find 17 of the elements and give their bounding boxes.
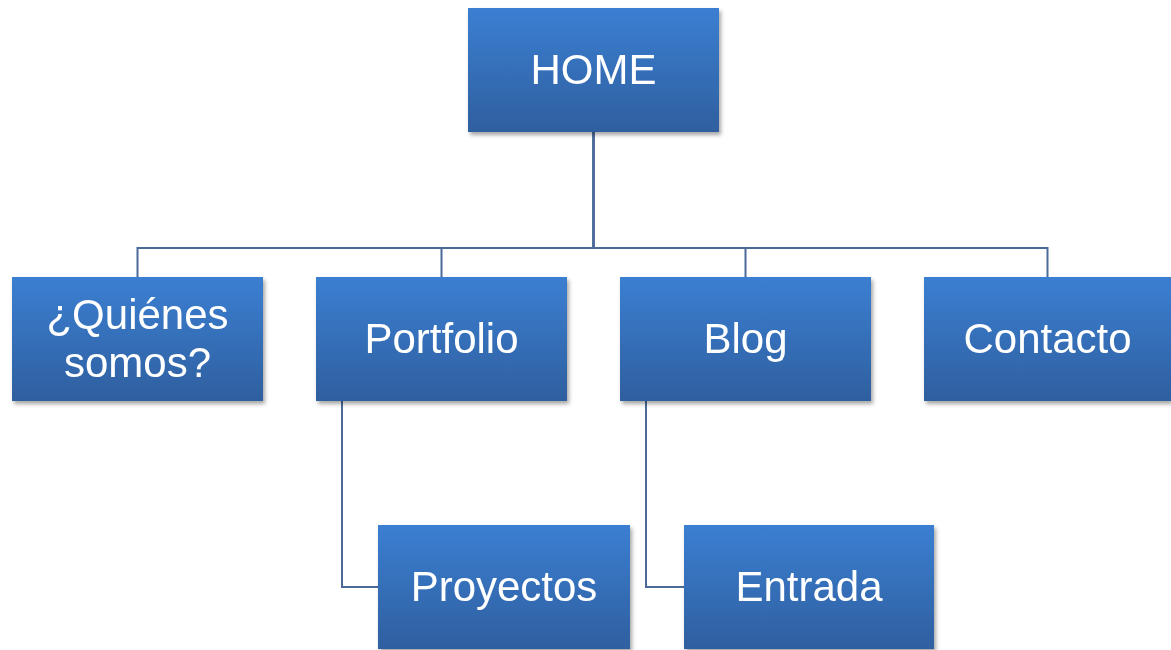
connector-line — [341, 400, 379, 588]
page-label: Blog — [703, 314, 788, 364]
connector-line — [645, 400, 685, 588]
page-box — [378, 525, 630, 649]
page-label: Contacto — [963, 314, 1132, 364]
page-label: ¿Quiénes somos? — [45, 290, 230, 388]
page-box — [924, 277, 1171, 401]
page-label: Proyectos — [410, 562, 598, 612]
page-box — [620, 277, 871, 401]
page-box — [316, 277, 567, 401]
connector-line — [592, 131, 1049, 278]
page-label: Portfolio — [364, 314, 519, 364]
page-label: Entrada — [735, 562, 883, 612]
page-box — [468, 8, 719, 132]
page-label: HOME — [530, 45, 657, 95]
page-box — [12, 277, 263, 401]
page-box — [684, 525, 934, 649]
